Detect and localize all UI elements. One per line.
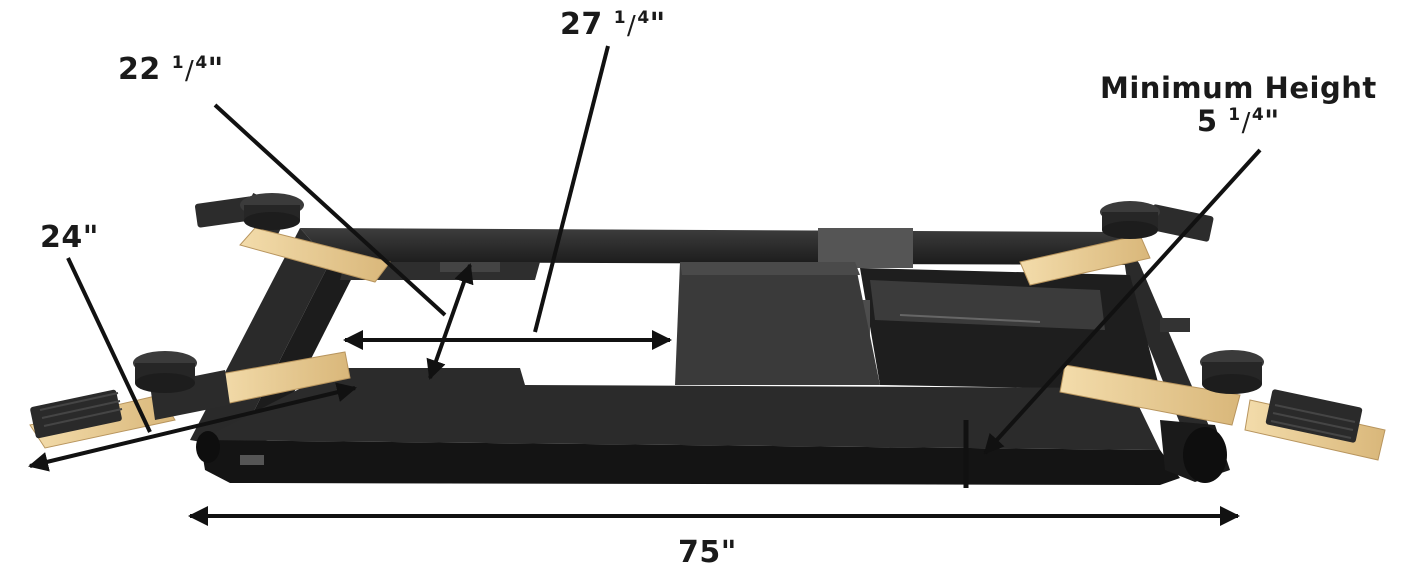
dim-27-num: 1 (613, 8, 627, 28)
min-height-value: 5 1/4" (1196, 104, 1280, 139)
dim-27-den: 4 (637, 8, 650, 28)
dim-22-unit: " (207, 52, 224, 87)
min-height-whole: 5 (1196, 104, 1218, 139)
arm-back-left (195, 192, 391, 283)
min-height-den: 4 (1251, 105, 1265, 126)
minimum-height-label: Minimum Height 5 1/4" (1100, 71, 1377, 139)
arm-back-right (1019, 201, 1214, 286)
dimension-label-27-1-4: 27 1/4" (560, 7, 666, 42)
dimension-arrows (28, 263, 1240, 526)
min-height-num: 1 (1228, 105, 1241, 126)
frame-back-rail (300, 228, 1140, 268)
dimension-label-75: 75" (678, 535, 737, 570)
arrow-22-span (426, 263, 474, 380)
leader-22 (213, 103, 447, 317)
leader-lines (66, 45, 1262, 455)
arm-front-right (1059, 350, 1386, 461)
arrow-24-span (28, 382, 357, 472)
dim-22-whole: 22 (118, 52, 161, 87)
dim-22-den: 4 (195, 53, 208, 73)
frame-front-rail (196, 368, 1230, 485)
dimension-label-22-1-4: 22 1/4" (118, 52, 224, 87)
min-height-unit: " (1264, 104, 1280, 139)
dim-27-unit: " (649, 7, 666, 42)
center-plate (675, 262, 880, 385)
min-height-title: Minimum Height (1100, 71, 1377, 105)
dim-22-num: 1 (171, 53, 185, 73)
dimension-label-24: 24" (40, 220, 99, 255)
leader-27 (533, 45, 610, 333)
leader-min-height (983, 148, 1262, 455)
dim-27-whole: 27 (560, 7, 603, 42)
leader-24 (66, 257, 152, 433)
